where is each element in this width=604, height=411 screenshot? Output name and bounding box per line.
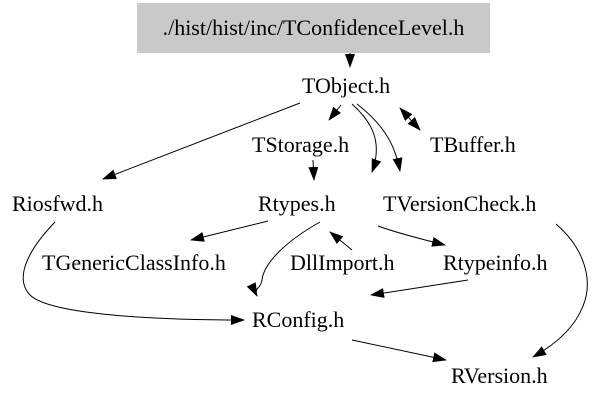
- edge-riosfwd-to-rconfig: [22, 221, 245, 325]
- node-rtypeinfo[interactable]: Rtypeinfo.h: [443, 250, 548, 275]
- node-tstorage[interactable]: TStorage.h: [252, 132, 350, 157]
- node-rconfig[interactable]: RConfig.h: [252, 307, 345, 332]
- node-rversion[interactable]: RVersion.h: [451, 363, 548, 388]
- edge-tobject-to-rtypes: [351, 103, 382, 173]
- node-dllimport[interactable]: DllImport.h: [290, 250, 395, 275]
- node-tconfidencelevel-title: ./hist/hist/inc/TConfidenceLevel.h: [137, 3, 490, 53]
- edge-rtypes-to-tgenericclassinfo: [190, 220, 269, 242]
- edge-rtypes-to-rconfig: [246, 221, 321, 297]
- edge-rtypeinfo-to-rconfig: [370, 279, 469, 298]
- node-rtypes[interactable]: Rtypes.h: [258, 191, 336, 216]
- node-tbuffer[interactable]: TBuffer.h: [430, 132, 516, 157]
- node-tgenericclassinfo[interactable]: TGenericClassInfo.h: [42, 250, 226, 275]
- edge-tobject-to-tversioncheck: [356, 103, 403, 172]
- edge-tversioncheck-to-rversion: [532, 223, 588, 358]
- edge-rconfig-to-rversion: [351, 339, 447, 363]
- edge-tstorage-to-rtypes: [308, 159, 319, 181]
- edge-dllimport-to-rtypes: [329, 231, 353, 251]
- node-tversioncheck[interactable]: TVersionCheck.h: [383, 191, 537, 216]
- edge-tobject-to-riosfwd: [102, 102, 301, 180]
- node-riosfwd[interactable]: Riosfwd.h: [12, 191, 104, 216]
- node-tobject[interactable]: TObject.h: [302, 73, 391, 98]
- edge-tobject-tbuffer-bidirectional: [399, 107, 421, 131]
- edge-rtypes-to-rtypeinfo: [377, 225, 446, 247]
- edge-tobject-to-tstorage: [328, 104, 342, 121]
